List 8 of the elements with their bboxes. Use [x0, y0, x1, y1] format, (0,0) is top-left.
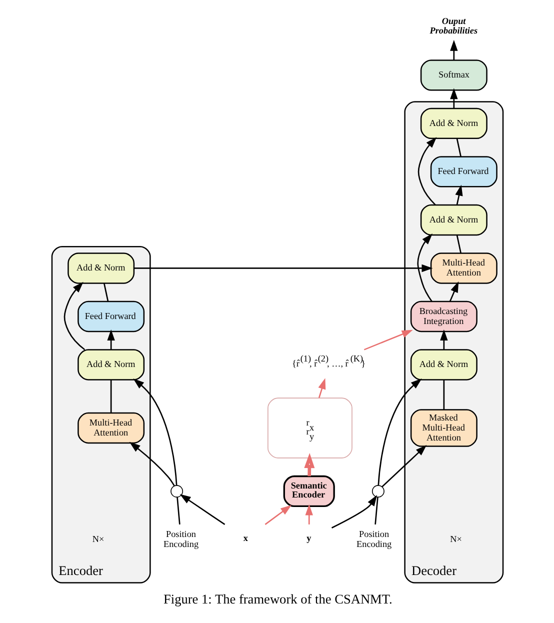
node-text: Ouput Probabilities	[429, 16, 478, 36]
node-text: y	[306, 533, 311, 544]
caption: Figure 1: The framework of the CSANMT.	[162, 591, 392, 606]
node-label: N×	[450, 534, 462, 544]
node-text: Position Encoding	[356, 528, 392, 549]
node-text: x	[242, 533, 248, 544]
node-text: Position Encoding	[162, 528, 198, 549]
node-label: N×	[92, 534, 104, 544]
